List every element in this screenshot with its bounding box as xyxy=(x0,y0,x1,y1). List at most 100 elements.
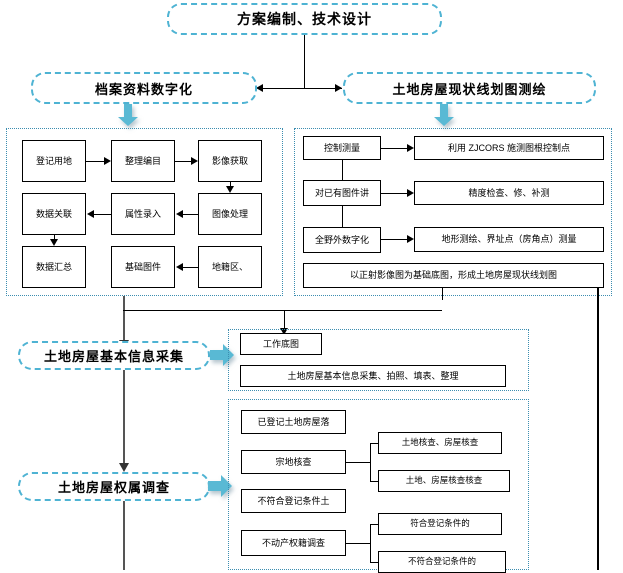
node-organize-catalog-label: 整理编目 xyxy=(124,155,161,166)
arrow-head-catalog-to-image-icon xyxy=(191,157,198,165)
node-working-base-map[interactable]: 工作底图 xyxy=(240,333,322,355)
phase-ownership-survey[interactable]: 土地房屋权属调查 xyxy=(18,472,210,501)
node-data-link[interactable]: 数据关联 xyxy=(22,193,86,235)
node-image-process[interactable]: 图像处理 xyxy=(198,193,262,235)
connector-parcel-branch-top xyxy=(370,443,378,444)
node-not-meets-registration-label: 不符合登记条件的 xyxy=(407,556,476,567)
node-control-survey-label: 控制测量 xyxy=(323,142,360,153)
phase-survey-mapping-label: 土地房屋现状线划图测绘 xyxy=(392,81,547,97)
connector-parcel-branch-bar xyxy=(370,443,371,481)
node-land-house-check[interactable]: 土地核查、房屋核查 xyxy=(378,432,502,454)
connector-split-vert xyxy=(304,60,305,89)
connector-parcel-branch-stem xyxy=(346,462,370,463)
node-not-meet-condition[interactable]: 不符合登记条件土 xyxy=(241,489,346,513)
connector-digitize-to-topo xyxy=(381,239,407,240)
collect-group-container xyxy=(228,329,529,391)
node-realty-registry-survey-label: 不动产权籍调查 xyxy=(261,537,325,548)
phase-basic-info-collect-label: 土地房屋基本信息采集 xyxy=(43,349,184,364)
node-full-field-digitize[interactable]: 全野外数字化 xyxy=(303,227,381,253)
phase-basic-info-collect[interactable]: 土地房屋基本信息采集 xyxy=(18,341,210,370)
connector-survey-across xyxy=(123,310,442,311)
connector-process-to-entry xyxy=(182,214,198,215)
connector-archive-down-trunk xyxy=(123,296,125,344)
phase-archive-digitize[interactable]: 档案资料数字化 xyxy=(31,72,257,104)
arrow-head-collect-to-ownership-icon xyxy=(119,463,129,472)
arrow-head-entry-to-link-icon xyxy=(87,210,94,218)
arrow-head-to-survey-icon xyxy=(335,84,342,92)
node-zjcors-control-point-label: 利用 ZJCORS 施测图根控制点 xyxy=(447,142,570,153)
node-image-process-label: 图像处理 xyxy=(211,208,248,219)
node-cadastral-zone[interactable]: 地籍区、 xyxy=(198,246,262,288)
node-parcel-check[interactable]: 宗地核查 xyxy=(241,450,346,474)
phase-plan-design[interactable]: 方案编制、技术设计 xyxy=(167,3,442,35)
node-cadastral-zone-label: 地籍区、 xyxy=(211,261,248,272)
node-existing-map-process-label: 对已有图件讲 xyxy=(314,187,369,198)
node-attribute-entry-label: 属性录入 xyxy=(124,208,161,219)
node-land-house-check-verify[interactable]: 土地、房屋核查核查 xyxy=(378,470,510,492)
node-base-map-sheet[interactable]: 基础图件 xyxy=(111,246,175,288)
arrow-head-acquire-to-process-icon xyxy=(226,186,234,193)
arrow-head-link-to-summary-icon xyxy=(50,239,58,246)
node-parcel-check-label: 宗地核查 xyxy=(275,456,312,467)
connector-zone-to-sheet xyxy=(182,267,198,268)
arrow-head-to-working-base-map-icon xyxy=(280,328,288,335)
node-data-summary[interactable]: 数据汇总 xyxy=(22,246,86,288)
connector-survey-right-trunk xyxy=(597,288,599,570)
node-working-base-map-label: 工作底图 xyxy=(262,338,299,349)
arrow-head-zone-to-sheet-icon xyxy=(176,263,183,271)
node-zjcors-control-point[interactable]: 利用 ZJCORS 施测图根控制点 xyxy=(414,136,604,160)
connector-image-acquire-down xyxy=(230,182,231,187)
survey-group-container xyxy=(294,128,612,296)
connector-entry-to-link xyxy=(93,214,111,215)
connector-registry-branch-bar xyxy=(370,524,371,562)
node-registered-land-house[interactable]: 已登记土地房屋落 xyxy=(241,410,346,434)
node-ortho-base-map[interactable]: 以正射影像图为基础底图，形成土地房屋现状线划图 xyxy=(303,263,604,288)
node-data-link-label: 数据关联 xyxy=(35,208,72,219)
connector-plan-to-split xyxy=(304,35,305,60)
node-accuracy-check[interactable]: 精度检查、修、补测 xyxy=(414,181,604,205)
arrow-head-to-archive-icon xyxy=(256,84,263,92)
connector-registry-branch-bottom xyxy=(370,562,378,563)
node-meets-registration[interactable]: 符合登记条件的 xyxy=(378,513,502,535)
node-realty-registry-survey[interactable]: 不动产权籍调查 xyxy=(241,530,346,556)
block-arrow-down-icon-survey xyxy=(434,104,454,126)
phase-plan-design-label: 方案编制、技术设计 xyxy=(237,11,372,27)
node-organize-catalog[interactable]: 整理编目 xyxy=(111,140,175,182)
node-registered-land[interactable]: 登记用地 xyxy=(22,140,86,182)
arrow-head-existing-to-accuracy-icon xyxy=(407,189,414,197)
phase-survey-mapping[interactable]: 土地房屋现状线划图测绘 xyxy=(343,72,596,104)
connector-control-to-existing xyxy=(342,160,343,180)
node-not-meet-condition-label: 不符合登记条件土 xyxy=(257,495,330,506)
block-arrow-right-icon-ownership xyxy=(208,475,232,497)
node-base-map-sheet-label: 基础图件 xyxy=(124,261,161,272)
arrow-head-land-to-catalog-icon xyxy=(104,157,111,165)
connector-ownership-down-trunk xyxy=(123,501,125,570)
node-full-field-digitize-label: 全野外数字化 xyxy=(314,234,369,245)
node-topo-boundary-survey[interactable]: 地形测绘、界址点（房角点）测量 xyxy=(414,227,604,252)
node-land-house-check-verify-label: 土地、房屋核查核查 xyxy=(405,475,483,486)
node-data-summary-label: 数据汇总 xyxy=(35,261,72,272)
connector-across-to-basemap xyxy=(284,310,285,332)
connector-split-left xyxy=(262,88,304,89)
node-image-acquire[interactable]: 影像获取 xyxy=(198,140,262,182)
node-existing-map-process[interactable]: 对已有图件讲 xyxy=(303,180,381,206)
connector-existing-to-digitize xyxy=(342,206,343,227)
node-collect-photo-form-label: 土地房屋基本信息采集、拍照、填表、整理 xyxy=(287,370,459,381)
node-land-house-check-label: 土地核查、房屋核查 xyxy=(401,437,479,448)
arrow-head-digitize-to-topo-icon xyxy=(407,235,414,243)
connector-survey-down-stub xyxy=(442,288,443,300)
node-meets-registration-label: 符合登记条件的 xyxy=(410,518,470,529)
node-ortho-base-map-label: 以正射影像图为基础底图，形成土地房屋现状线划图 xyxy=(349,270,557,281)
node-collect-photo-form[interactable]: 土地房屋基本信息采集、拍照、填表、整理 xyxy=(240,365,506,387)
node-control-survey[interactable]: 控制测量 xyxy=(303,136,381,160)
arrow-head-process-to-entry-icon xyxy=(176,210,183,218)
node-attribute-entry[interactable]: 属性录入 xyxy=(111,193,175,235)
connector-land-to-catalog xyxy=(86,161,104,162)
connector-parcel-branch-bottom xyxy=(370,481,378,482)
connector-registry-branch-top xyxy=(370,524,378,525)
arrow-head-control-to-zjcors-icon xyxy=(407,144,414,152)
node-image-acquire-label: 影像获取 xyxy=(211,155,248,166)
connector-split-right xyxy=(304,88,342,89)
node-topo-boundary-survey-label: 地形测绘、界址点（房角点）测量 xyxy=(441,234,577,245)
